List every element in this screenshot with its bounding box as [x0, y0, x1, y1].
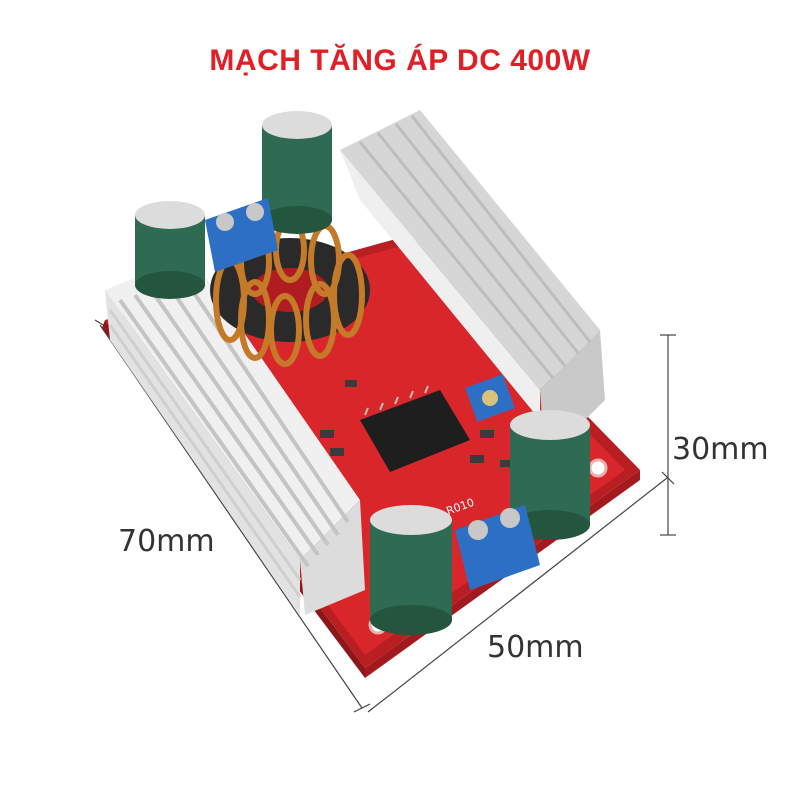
right-heatsink	[340, 110, 605, 460]
input-terminal-block	[205, 198, 278, 272]
capacitor-bottom-left	[370, 505, 452, 635]
length-dimension-label: 70mm	[118, 524, 215, 559]
capacitor-top-right	[262, 111, 332, 234]
left-heatsink	[105, 255, 365, 615]
capacitor-bottom-right	[510, 410, 590, 540]
mounting-hole	[588, 458, 608, 478]
dimension-lines	[94, 319, 676, 713]
height-dimension-label: 30mm	[672, 432, 769, 467]
toroid-inductor	[210, 217, 370, 367]
product-title: MẠCH TĂNG ÁP DC 400W	[209, 44, 591, 77]
width-dimension-label: 50mm	[487, 630, 584, 665]
smd-components	[320, 380, 512, 467]
controller-chip	[360, 385, 470, 472]
capacitor-top-left	[135, 201, 205, 299]
trimmer-potentiometer	[465, 374, 515, 422]
output-terminal-block	[455, 505, 540, 590]
width-dimension-line	[367, 477, 668, 713]
length-dimension-line	[99, 324, 363, 709]
